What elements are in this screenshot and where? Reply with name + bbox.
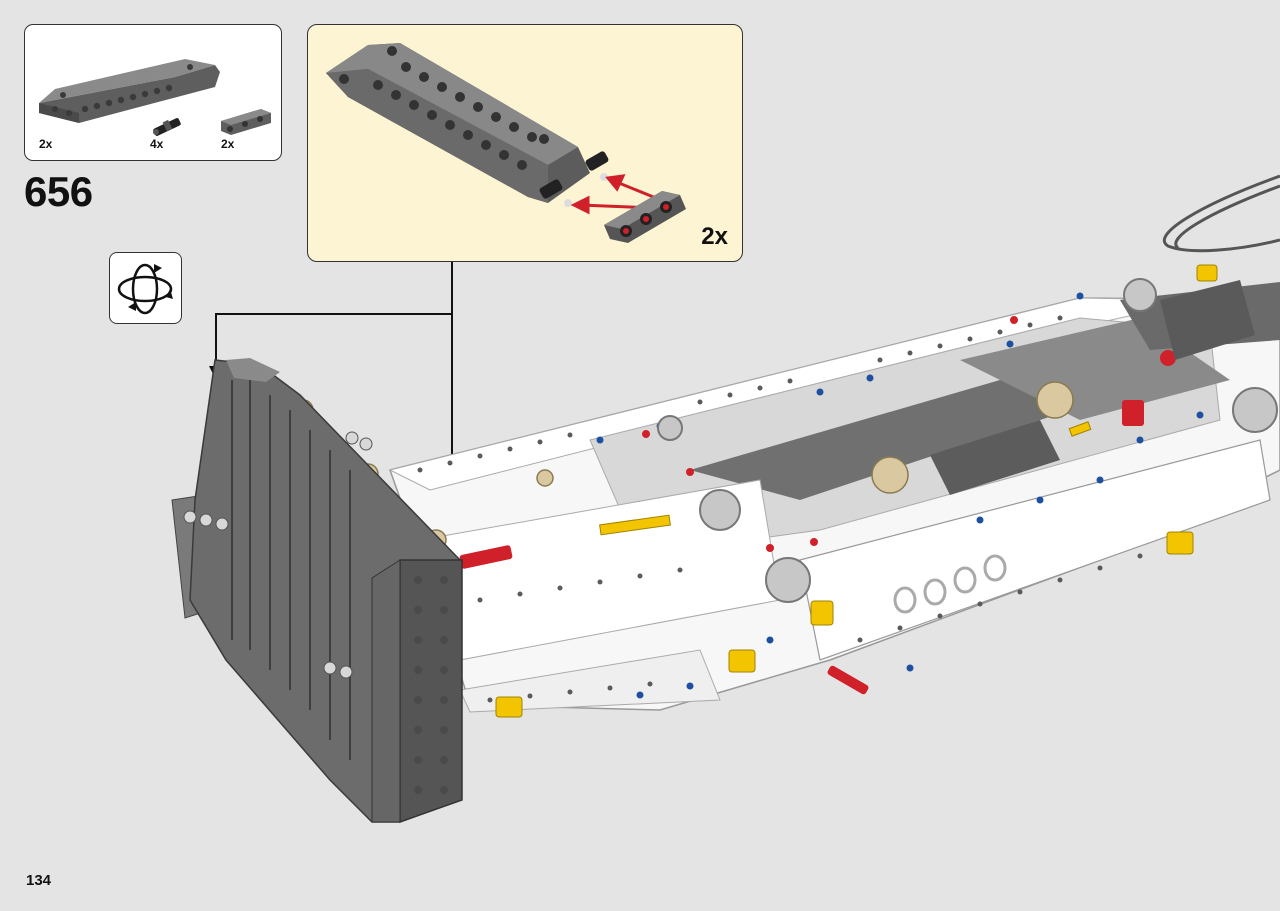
gray-panel-part-icon	[39, 59, 220, 123]
part-count-pin: 4x	[150, 137, 164, 151]
gray-beam-part-icon	[221, 109, 271, 135]
black-pin-part-icon	[153, 118, 181, 136]
rotate-model-icon	[109, 252, 182, 324]
black-cable	[1162, 174, 1280, 253]
white-chassis-frame	[206, 264, 1280, 802]
parts-list-box: 2x 4x 2x	[24, 24, 282, 161]
part-count-panel: 2x	[39, 137, 53, 151]
page-number: 134	[26, 872, 52, 889]
part-count-beam: 2x	[221, 137, 235, 151]
step-number: 656	[24, 168, 93, 215]
gray-panel-stack	[171, 358, 463, 824]
gray-beam-illustration	[604, 191, 686, 243]
subassembly-panel-illustration	[326, 43, 609, 207]
subassembly-multiplier: 2x	[701, 223, 728, 250]
subassembly-callout: 2x	[307, 24, 743, 262]
